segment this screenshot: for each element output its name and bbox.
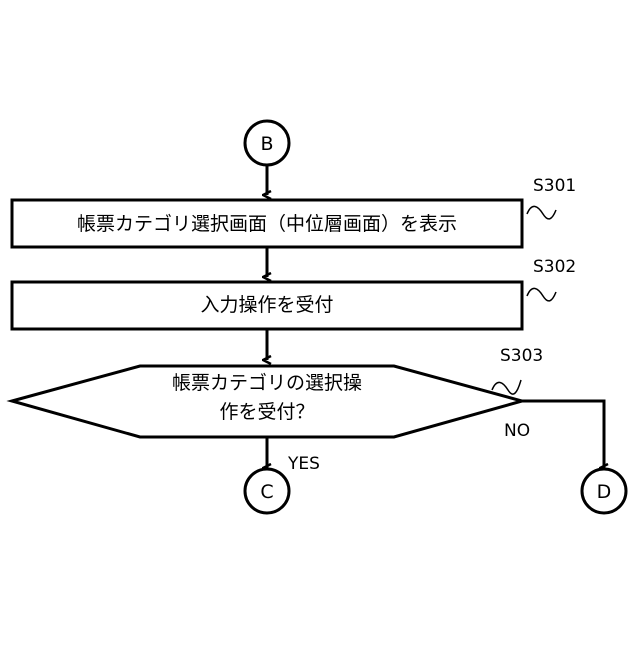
connector-d-label: D bbox=[597, 481, 612, 503]
process-box-s302: 入力操作を受付 bbox=[12, 282, 522, 329]
s302-text: 入力操作を受付 bbox=[200, 294, 333, 316]
connector-b: B bbox=[245, 121, 289, 165]
connector-c-label: C bbox=[260, 481, 273, 503]
s303-text-line1: 帳票カテゴリの選択操 bbox=[172, 372, 362, 394]
connector-d: D bbox=[582, 469, 626, 513]
s302-leader-squiggle bbox=[527, 288, 556, 301]
connector-b-label: B bbox=[260, 133, 273, 155]
edge-no-to-d bbox=[522, 401, 604, 468]
connector-c: C bbox=[245, 469, 289, 513]
decision-s303: 帳票カテゴリの選択操 作を受付？ bbox=[12, 366, 522, 437]
s303-text-line2: 作を受付？ bbox=[219, 401, 314, 423]
s303-step-label: S303 bbox=[500, 346, 543, 366]
process-box-s301: 帳票カテゴリ選択画面（中位層画面）を表示 bbox=[12, 200, 522, 247]
no-branch-label: NO bbox=[504, 421, 530, 441]
yes-branch-label: YES bbox=[287, 454, 320, 474]
s301-leader-squiggle bbox=[527, 206, 556, 219]
s302-step-label: S302 bbox=[533, 257, 576, 277]
s301-step-label: S301 bbox=[533, 176, 576, 196]
s303-leader-squiggle bbox=[492, 380, 521, 394]
s301-text: 帳票カテゴリ選択画面（中位層画面）を表示 bbox=[77, 213, 457, 235]
